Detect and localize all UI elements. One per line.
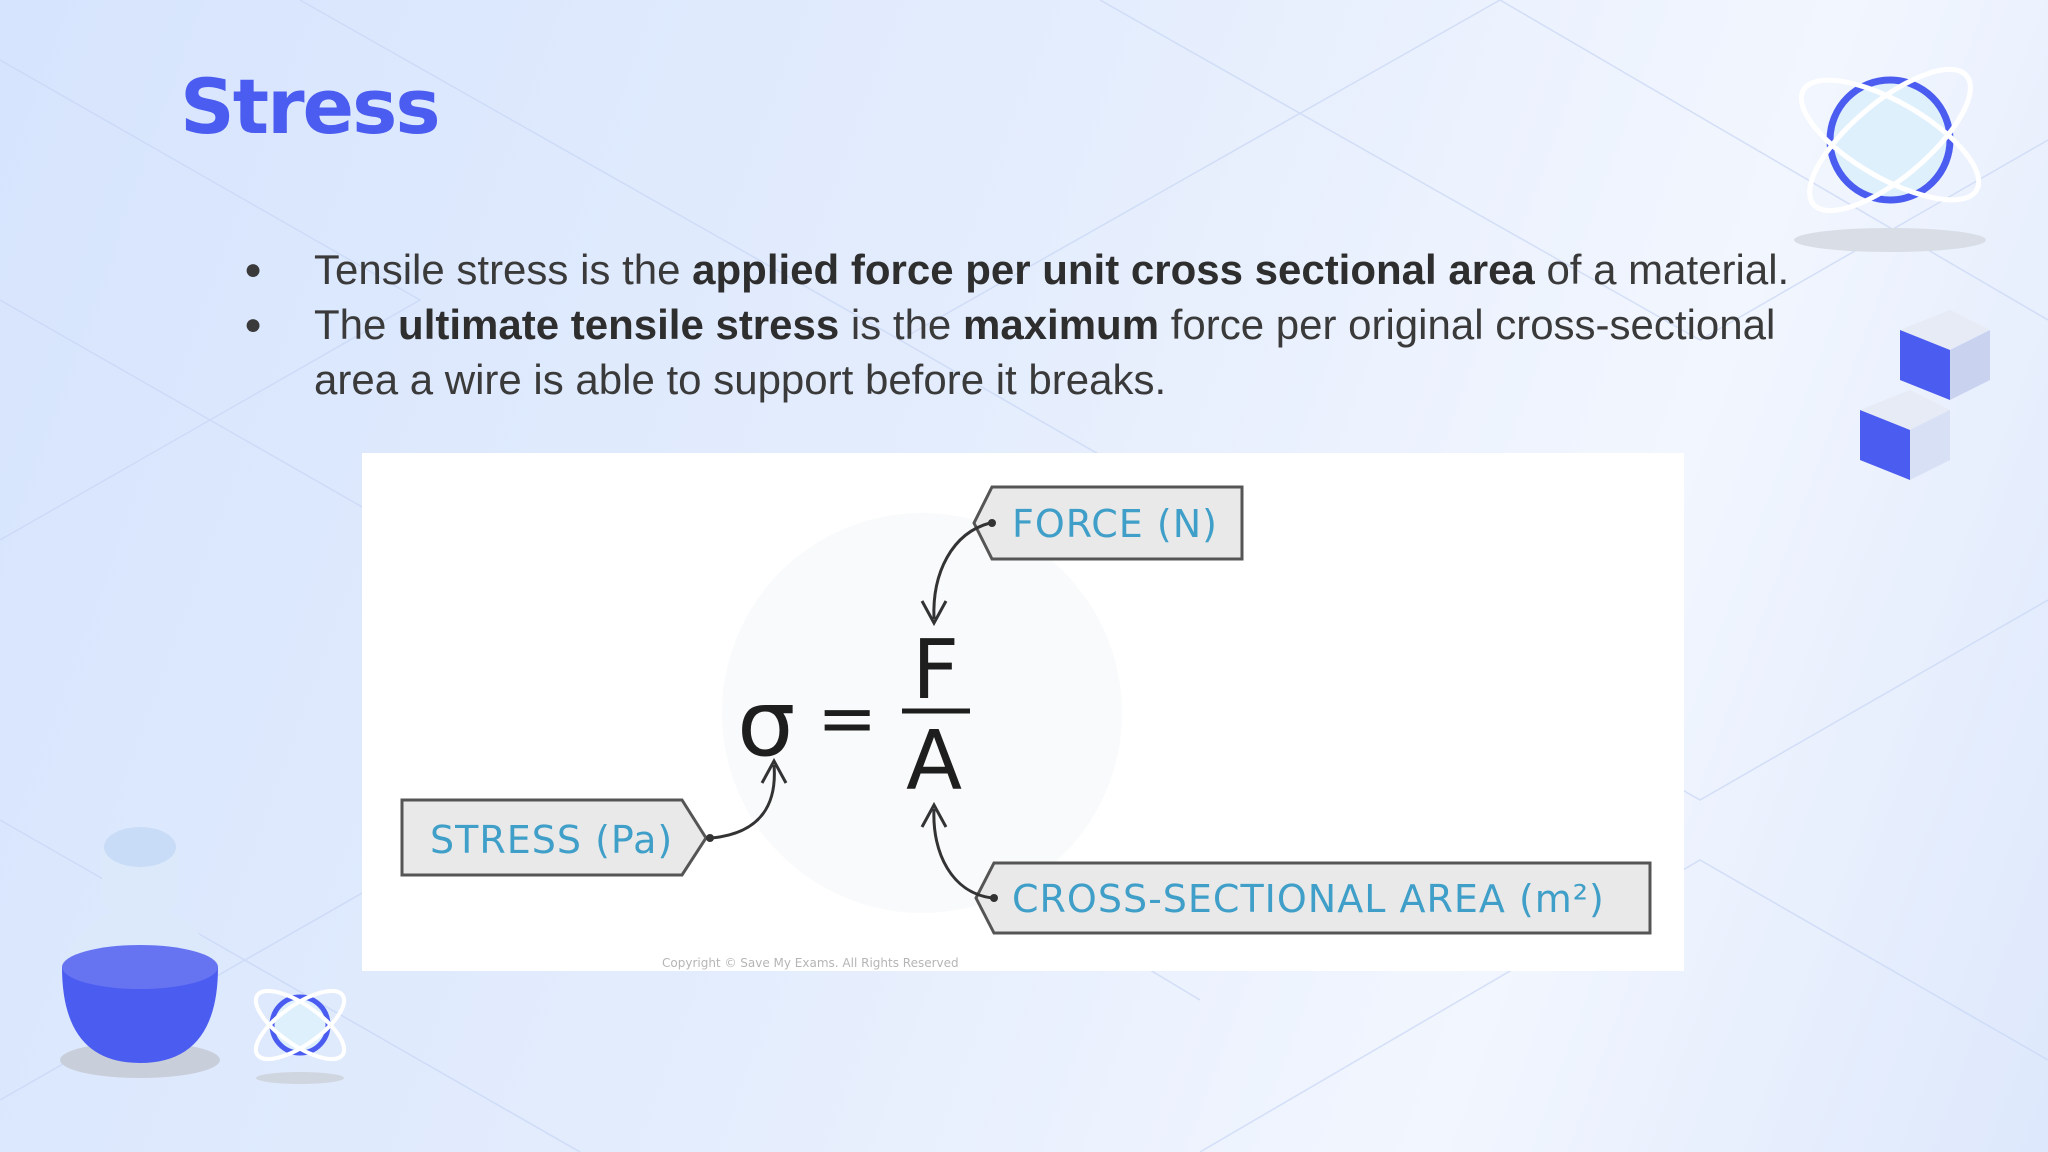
- formula-numerator: F: [912, 623, 959, 718]
- bullet-dot: ●: [244, 253, 263, 286]
- stress-formula-diagram: FORCE (N) σ = F A STRESS (Pa) CROSS-SECT…: [362, 453, 1684, 971]
- formula: σ = F A: [737, 623, 970, 809]
- flask-icon: [60, 827, 220, 1078]
- bullet-text: force per original cross-sectional area …: [314, 301, 1776, 403]
- area-arrow: [932, 808, 993, 900]
- small-atom-icon: [253, 988, 347, 1084]
- bullet-text: of a material.: [1534, 246, 1790, 293]
- force-label: FORCE (N): [1012, 502, 1218, 546]
- formula-equals: =: [817, 676, 877, 760]
- bullet-emphasis: maximum: [962, 301, 1160, 348]
- stress-label: STRESS (Pa): [430, 818, 673, 862]
- formula-denominator: A: [906, 714, 962, 809]
- bullet-emphasis: ultimate tensile stress: [398, 301, 840, 348]
- stress-label-tag: STRESS (Pa): [400, 798, 714, 877]
- formula-sigma: σ: [737, 670, 795, 777]
- bullet-text: is the: [839, 301, 963, 348]
- slide-title: Stress: [180, 62, 441, 151]
- area-label-tag: CROSS-SECTIONAL AREA (m²): [974, 861, 1652, 935]
- bullet-text: The: [314, 301, 399, 348]
- bullet-list: ● Tensile stress is the applied force pe…: [244, 242, 1804, 407]
- stress-arrow: [711, 764, 776, 840]
- bullet-dot: ●: [244, 308, 263, 341]
- area-label: CROSS-SECTIONAL AREA (m²): [1012, 877, 1605, 921]
- force-arrow: [932, 521, 991, 620]
- atom-icon: [1794, 66, 1986, 252]
- cubes-icon: [1860, 310, 1990, 480]
- bullet-item-2: ● The ultimate tensile stress is the max…: [244, 297, 1804, 407]
- bullet-emphasis: applied force per unit cross sectional a…: [692, 246, 1535, 293]
- force-label-tag: FORCE (N): [972, 485, 1244, 561]
- copyright-text: Copyright © Save My Exams. All Rights Re…: [662, 956, 959, 970]
- bullet-text: Tensile stress is the: [314, 246, 693, 293]
- bullet-item-1: ● Tensile stress is the applied force pe…: [244, 242, 1804, 297]
